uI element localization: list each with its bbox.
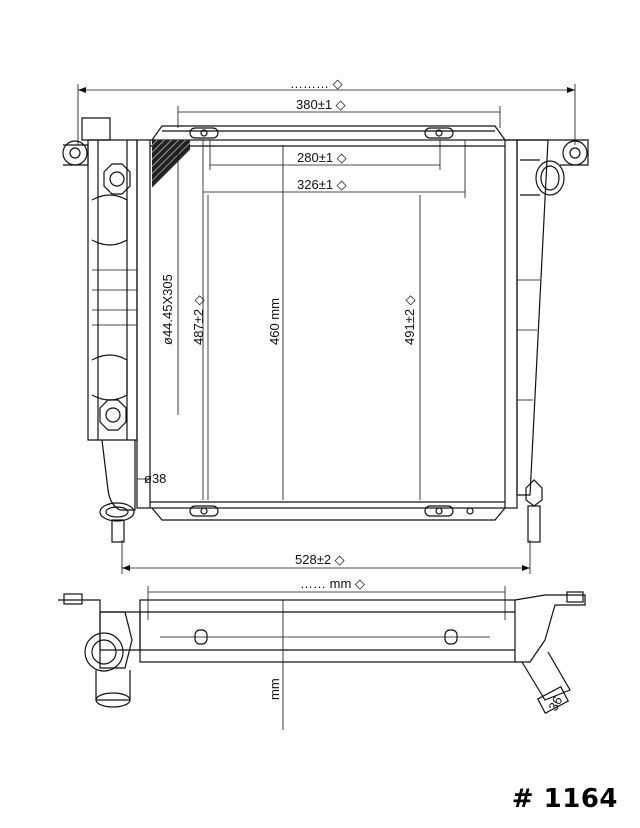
dim-left-height: 487±2 ◇ — [191, 295, 206, 345]
dim-core-height: 460 mm — [267, 298, 282, 345]
part-number: # 1164 — [511, 784, 618, 814]
left-tank — [62, 117, 150, 543]
dim-inlet-diameter: 36 — [545, 694, 565, 714]
dim-side-depth: mm — [267, 678, 282, 700]
dim-bottom-width: 528±2 ◇ — [295, 552, 345, 567]
right-tank — [505, 139, 589, 543]
filler-hatch — [152, 140, 190, 188]
side-view — [58, 586, 586, 730]
dim-overall-width: ……… ◇ — [290, 76, 343, 91]
dim-right-height: 491±2 ◇ — [402, 295, 417, 345]
dim-inner-span-b: 326±1 ◇ — [297, 177, 347, 192]
dim-top-span: 380±1 ◇ — [296, 97, 346, 112]
dim-outlet-diameter: ø38 — [144, 471, 166, 486]
dim-tank-tube: ø44.45X305 — [160, 274, 175, 345]
dim-inner-span-a: 280±1 ◇ — [297, 150, 347, 165]
front-view — [62, 84, 589, 574]
dim-side-width: …… mm ◇ — [300, 576, 365, 591]
